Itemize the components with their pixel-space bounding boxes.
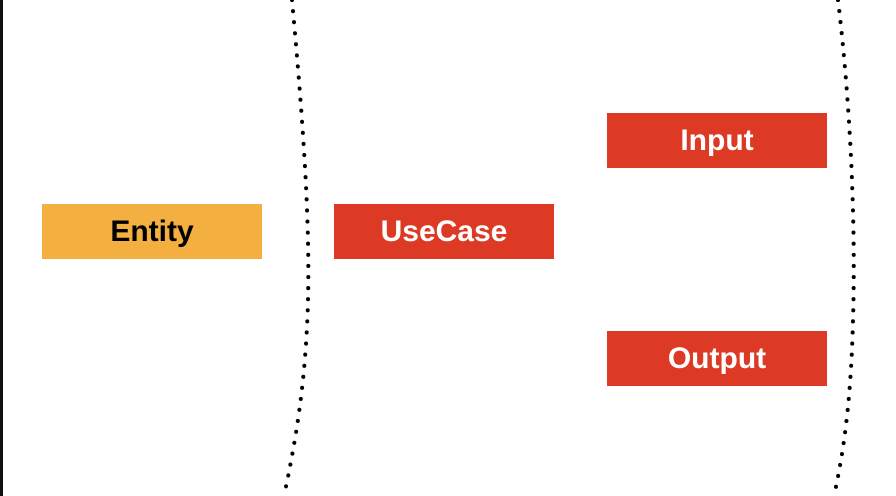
input-box: Input xyxy=(607,113,827,168)
window-left-edge xyxy=(0,0,3,496)
output-label: Output xyxy=(667,341,767,375)
entity-label: Entity xyxy=(110,214,194,248)
boundary-line-right xyxy=(832,0,856,496)
output-box: Output xyxy=(607,331,827,386)
boundary-line-left xyxy=(282,0,311,496)
usecase-box: UseCase xyxy=(334,204,554,259)
entity-box: Entity xyxy=(42,204,262,259)
usecase-label: UseCase xyxy=(380,214,508,248)
input-label: Input xyxy=(680,123,754,157)
